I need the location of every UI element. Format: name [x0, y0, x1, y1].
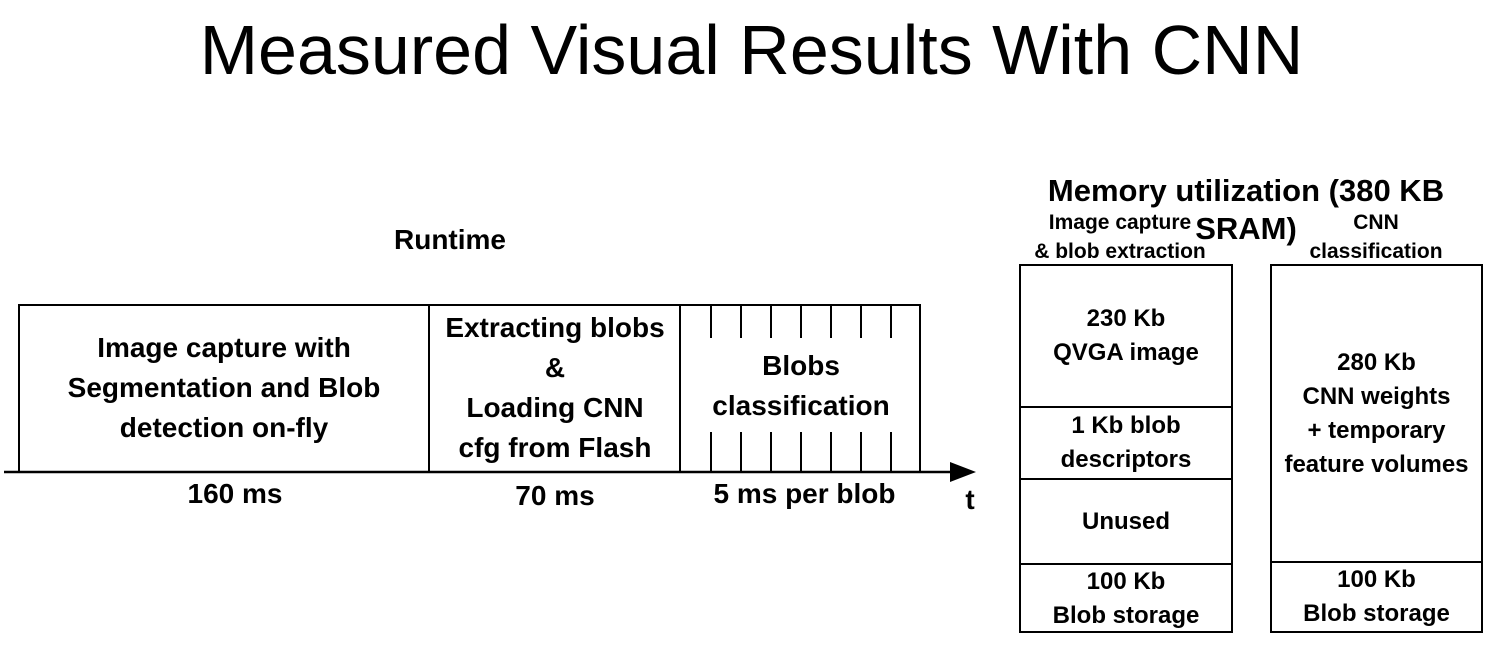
- page-title: Measured Visual Results With CNN: [199, 11, 1304, 89]
- memory-block-cnn-weights: 280 Kb CNN weights + temporary feature v…: [1272, 266, 1481, 563]
- time-axis-label: t: [965, 484, 975, 515]
- segment-image-capture: Image capture with Segmentation and Blob…: [67, 332, 381, 443]
- runtime-heading: Runtime: [394, 224, 506, 255]
- memory-heading: Memory utilization (380 KB SRAM): [1047, 173, 1445, 246]
- time-axis-arrowhead: [950, 462, 976, 482]
- duration-label: 70 ms: [515, 480, 595, 511]
- memory-column-header: CNN classification: [1309, 211, 1443, 263]
- memory-block-blob-descriptors: 1 Kb blob descriptors: [1021, 408, 1231, 480]
- memory-block-unused: Unused: [1021, 480, 1231, 565]
- memory-block-qvga-image: 230 Kb QVGA image: [1021, 266, 1231, 408]
- memory-block-blob-storage: 100 Kb Blob storage: [1303, 566, 1450, 627]
- memory-column-cnn: 280 Kb CNN weights + temporary feature v…: [1270, 264, 1483, 633]
- memory-block-blob-storage: 100 Kb Blob storage: [1052, 568, 1200, 629]
- segment-blobs-classification: Blobs classification: [712, 350, 890, 421]
- blob-tick-marks: [710, 304, 892, 472]
- segment-divider: [679, 304, 681, 472]
- memory-column-header: Image capture & blob extraction: [1034, 211, 1206, 263]
- segment-divider: [428, 304, 430, 472]
- duration-label: 5 ms per blob: [713, 478, 896, 509]
- segment-extracting-blobs: Extracting blobs & Loading CNN cfg from …: [445, 312, 665, 463]
- duration-label: 160 ms: [187, 478, 283, 509]
- memory-column-capture: 230 Kb QVGA image 1 Kb blob descriptors …: [1019, 264, 1233, 633]
